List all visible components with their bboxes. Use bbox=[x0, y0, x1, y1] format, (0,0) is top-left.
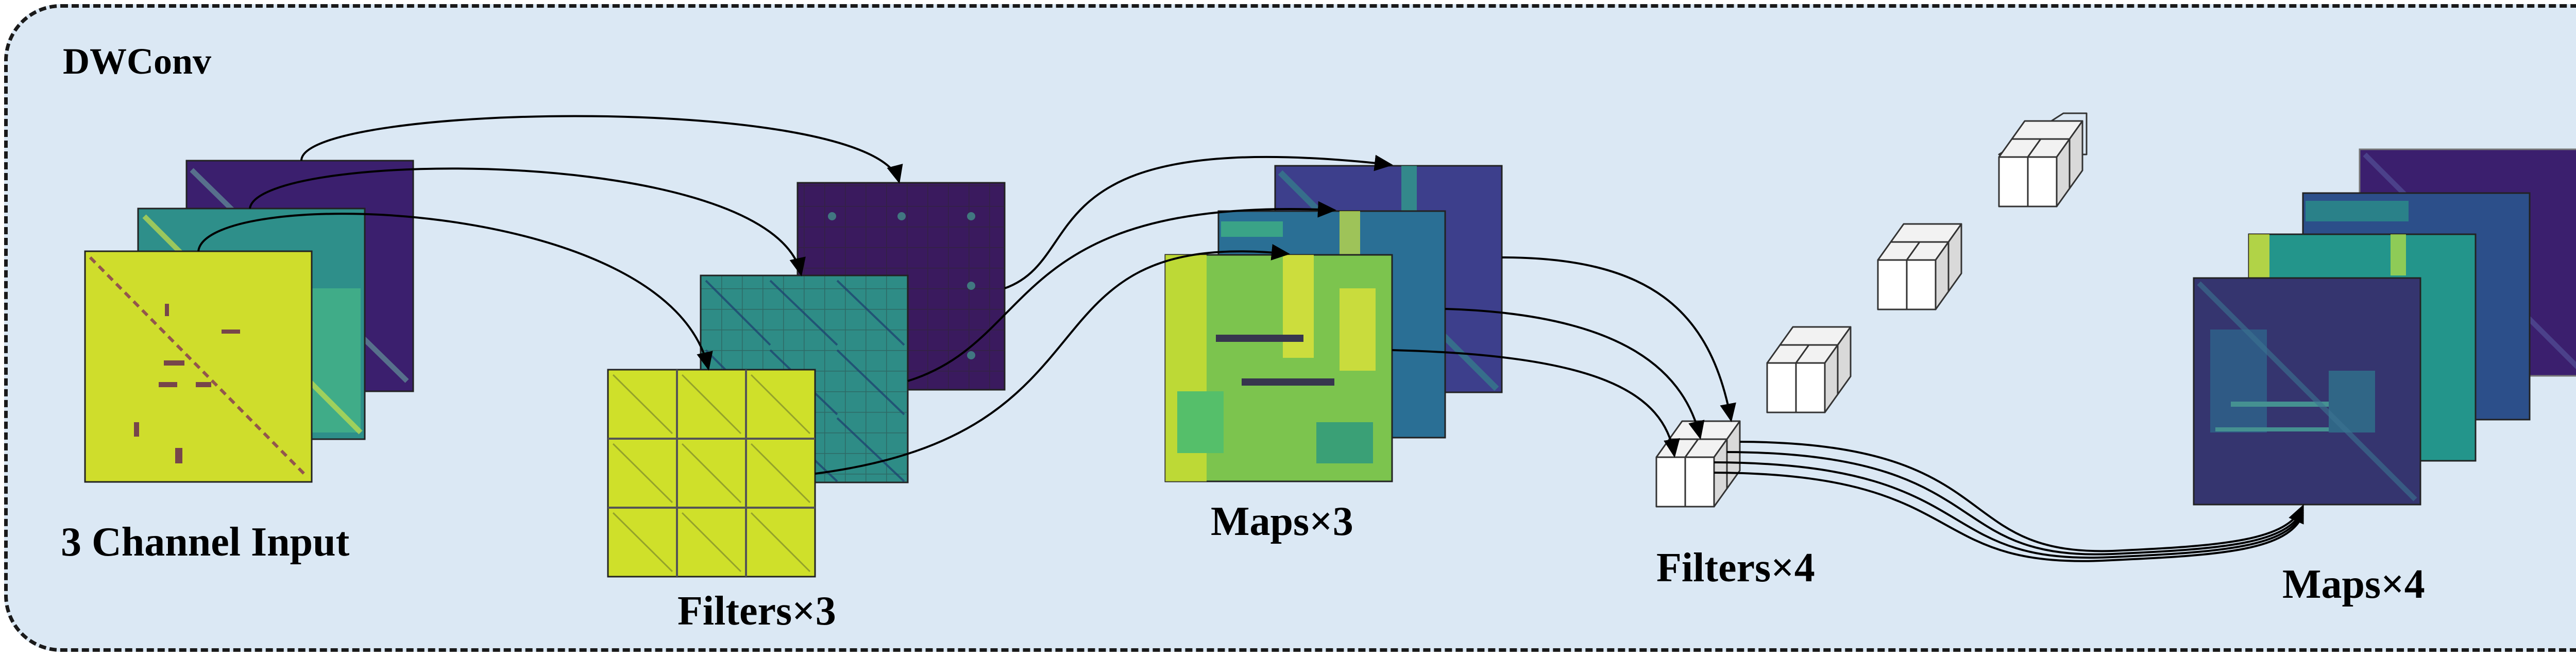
arrow-filter3-to-map3 bbox=[1004, 154, 1393, 289]
arrow-map1-to-cube bbox=[1392, 349, 1680, 458]
maps4-stack bbox=[2193, 148, 2576, 506]
input-label: 3 Channel Input bbox=[61, 520, 350, 565]
maps4-label: Maps×4 bbox=[2282, 562, 2425, 607]
arrow-filter2-to-map2 bbox=[907, 201, 1336, 382]
arrow-map2-to-cube bbox=[1445, 308, 1705, 440]
arrow-filter1-to-map1 bbox=[815, 244, 1290, 475]
arrow-map3-to-cube bbox=[1501, 256, 1736, 422]
filters4-label: Filters×4 bbox=[1656, 545, 1815, 591]
arrow-input1-to-filter1 bbox=[197, 213, 713, 371]
filter-cube-4 bbox=[1998, 112, 2088, 207]
filters3-stack bbox=[607, 182, 1006, 578]
filter-cube-2 bbox=[1766, 326, 1852, 413]
connection-arrows bbox=[197, 115, 2304, 562]
arrow-input3-to-filter3 bbox=[300, 115, 903, 184]
filter-cube-3 bbox=[1877, 223, 1962, 310]
maps3-label: Maps×3 bbox=[1211, 499, 1353, 544]
input-stack bbox=[84, 160, 414, 483]
arrow-input2-to-filter2 bbox=[249, 167, 806, 276]
filters4-cubes bbox=[1655, 112, 2088, 508]
filters3-label: Filters×3 bbox=[677, 588, 836, 634]
arrow-cube-to-maps4-a bbox=[1739, 441, 2304, 552]
diagram-title: DWConv bbox=[63, 41, 212, 82]
maps3-stack bbox=[1164, 165, 1503, 482]
